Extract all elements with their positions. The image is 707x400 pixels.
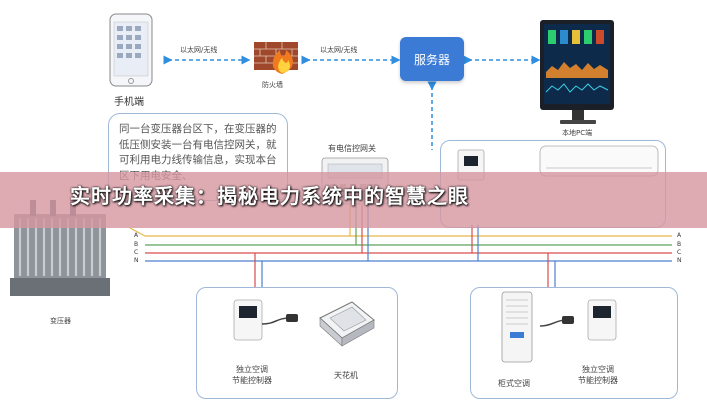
server-label: 服务器: [413, 52, 450, 67]
phone-label: 手机端: [114, 97, 144, 108]
firewall-label: 防火墙: [262, 81, 283, 89]
phase-n-right: N: [677, 257, 682, 264]
controller-left-label: 独立空调 节能控制器: [232, 365, 272, 385]
link1-label: 以太网/无线: [180, 46, 218, 54]
page-title: 实时功率采集：揭秘电力系统中的智慧之眼: [70, 184, 469, 208]
server-node: 服务器: [400, 37, 464, 81]
gateway-label: 有电信控网关: [328, 144, 376, 153]
pc-label: 本地PC端: [562, 129, 593, 137]
monitor-icon: [540, 20, 614, 124]
cabinet-ac-icon: [501, 291, 533, 363]
controller-left-icon: [233, 299, 298, 341]
phase-c-right: C: [677, 249, 682, 256]
phase-c-left: C: [134, 249, 139, 256]
firewall-icon: [254, 42, 298, 74]
wall-ac-icon: [457, 145, 659, 181]
transformer-label: 变压器: [50, 317, 71, 325]
ceiling-ac-icon: [319, 301, 375, 347]
phase-a-left: A: [134, 232, 139, 239]
ceiling-label: 天花机: [334, 371, 358, 380]
title-banner: [0, 172, 707, 228]
phone-icon: [109, 13, 153, 87]
link2-label: 以太网/无线: [320, 46, 358, 54]
phase-a-right: A: [677, 232, 682, 239]
phase-b-right: B: [677, 241, 682, 248]
phase-b-left: B: [134, 241, 139, 248]
phase-n-left: N: [134, 257, 139, 264]
phase-bus: [145, 235, 672, 262]
cabinet-label: 柜式空调: [498, 379, 530, 388]
controller-right-label: 独立空调 节能控制器: [578, 365, 618, 385]
controller-right-icon: [539, 299, 617, 341]
